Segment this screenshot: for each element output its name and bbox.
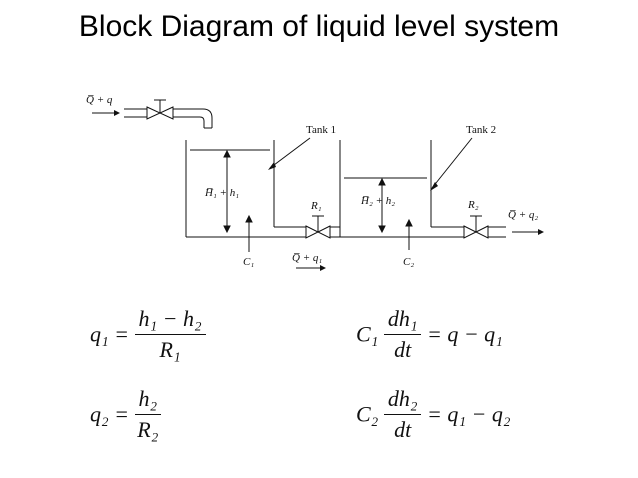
equation-c1-lhs: C₁ [356,321,379,347]
tank2-label: Tank 2 [466,124,496,136]
equation-q2-numerator: h₂ [134,386,162,415]
r2-label: R₂ [467,199,479,211]
equation-c2-lhs: C₂ [356,401,379,427]
equation-c2-numerator: dh₂ [383,386,422,415]
equation-q2-fraction: h₂ R₂ [134,386,162,443]
r2-valve-icon [463,215,489,239]
inlet-pipe [124,108,213,129]
equation-q1-lhs: q₁ = [90,321,129,347]
c1-arrow [245,214,253,252]
r1-valve-icon [305,215,331,239]
tank-2 [339,140,464,238]
equation-q1-fraction: h₁ − h₂ R₁ [134,306,206,363]
page-title: Block Diagram of liquid level system [78,10,560,43]
equation-q2-lhs: q₂ = [90,401,129,427]
equation-c2: C₂ dh₂ dt = q₁ − q₂ [356,386,510,443]
tank1-pointer [269,137,311,169]
equation-q2: q₂ = h₂ R₂ [90,386,162,443]
tank1-label: Tank 1 [306,124,336,136]
inflow-label: Q̅ + q [86,94,113,106]
inflow-arrowhead [114,110,120,116]
liquid-level-diagram: Q̅ + q Tank 1 H̅₁ + h₁ C₁ [86,94,544,271]
equation-q1-numerator: h₁ − h₂ [134,306,206,335]
head2-label: H̅₂ + h₂ [360,195,395,207]
equation-c1: C₁ dh₁ dt = q − q₁ [356,306,503,363]
equation-c2-denominator: dt [394,417,412,442]
equation-c1-denominator: dt [394,337,412,362]
c2-label: C₂ [403,256,414,268]
equation-q1: q₁ = h₁ − h₂ R₁ [90,306,206,363]
equation-q2-denominator: R₂ [137,417,159,442]
equation-c1-fraction: dh₁ dt [383,306,422,363]
equation-c2-fraction: dh₂ dt [383,386,422,443]
equation-c1-numerator: dh₁ [383,306,422,335]
equation-c2-rhs: = q₁ − q₂ [426,401,511,427]
mid-flow-label: Q̅ + q₁ [292,252,322,264]
tank2-pointer [431,137,473,189]
outflow-label: Q̅ + q₂ [508,209,538,221]
c1-label: C₁ [243,256,254,268]
head1-label: H̅₁ + h₁ [204,187,239,199]
tank-1 [185,140,306,238]
c2-arrow [405,218,413,250]
tank1-pointer-head [268,162,276,170]
head1-dimension [223,149,231,234]
head2-dimension [378,177,386,234]
tank2-pointer-head [430,182,438,191]
r1-label: R₁ [310,200,322,212]
mid-flow-arrowhead [320,265,326,271]
equation-q1-denominator: R₁ [159,337,181,362]
equation-c1-rhs: = q − q₁ [426,321,503,347]
inlet-valve-icon [146,99,174,120]
outflow-arrowhead [538,229,544,235]
outlet-pipe [488,226,506,238]
